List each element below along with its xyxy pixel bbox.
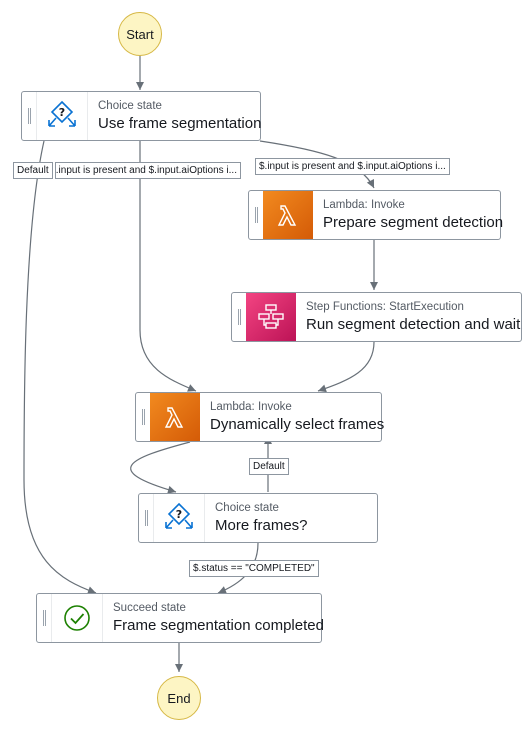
- state-use-frame-segmentation[interactable]: ? Choice state Use frame segmentation: [21, 91, 261, 141]
- state-type: Succeed state: [113, 601, 186, 614]
- end-label: End: [167, 690, 191, 706]
- edge-label-condition: $.input is present and $.input.aiOptions…: [55, 162, 241, 179]
- edge-label-default: Default: [13, 162, 53, 179]
- choice-icon: ?: [153, 494, 205, 542]
- state-prepare-segment-detection[interactable]: Lambda: Invoke Prepare segment detection: [248, 190, 504, 240]
- edge-choice-cond2-to-prepare: [259, 140, 375, 189]
- step-functions-icon: [246, 293, 296, 341]
- drag-handle-icon[interactable]: [136, 393, 150, 441]
- choice-icon: ?: [36, 92, 88, 140]
- edge-label-default: Default: [249, 458, 289, 475]
- edge-run-to-select: [317, 341, 375, 393]
- state-name: Prepare segment detection: [323, 213, 504, 231]
- drag-handle-icon[interactable]: [249, 191, 263, 239]
- lambda-icon: [150, 393, 200, 441]
- state-name: Run segment detection and wait: [306, 315, 521, 333]
- drag-handle-icon[interactable]: [22, 92, 36, 140]
- state-frame-segmentation-completed[interactable]: Succeed state Frame segmentation complet…: [36, 593, 324, 643]
- check-circle-icon: [51, 594, 103, 642]
- state-run-segment-detection[interactable]: Step Functions: StartExecution Run segme…: [231, 292, 522, 342]
- state-name: More frames?: [215, 516, 308, 534]
- svg-text:?: ?: [176, 508, 182, 521]
- lambda-icon: [263, 191, 313, 239]
- end-state[interactable]: End: [157, 676, 201, 720]
- edge-label-status-completed: $.status == "COMPLETED": [189, 560, 319, 577]
- edge-choice-cond1-to-select: [139, 141, 197, 392]
- state-type: Step Functions: StartExecution: [306, 300, 464, 313]
- state-name: Dynamically select frames: [210, 415, 385, 433]
- edge-choice-default-to-succeed: [23, 140, 97, 595]
- start-state[interactable]: Start: [118, 12, 162, 56]
- state-type: Lambda: Invoke: [210, 400, 292, 413]
- state-type: Choice state: [215, 501, 279, 514]
- edge-select-to-more: [130, 441, 191, 494]
- state-type: Choice state: [98, 99, 162, 112]
- state-more-frames[interactable]: ? Choice state More frames?: [138, 493, 378, 543]
- start-label: Start: [126, 26, 154, 42]
- state-dynamically-select-frames[interactable]: Lambda: Invoke Dynamically select frames: [135, 392, 385, 442]
- drag-handle-icon[interactable]: [37, 594, 51, 642]
- drag-handle-icon[interactable]: [139, 494, 153, 542]
- edge-label-condition: $.input is present and $.input.aiOptions…: [255, 158, 450, 175]
- state-type: Lambda: Invoke: [323, 198, 405, 211]
- drag-handle-icon[interactable]: [232, 293, 246, 341]
- state-name: Use frame segmentation: [98, 114, 262, 132]
- svg-text:?: ?: [59, 106, 65, 119]
- state-name: Frame segmentation completed: [113, 616, 324, 634]
